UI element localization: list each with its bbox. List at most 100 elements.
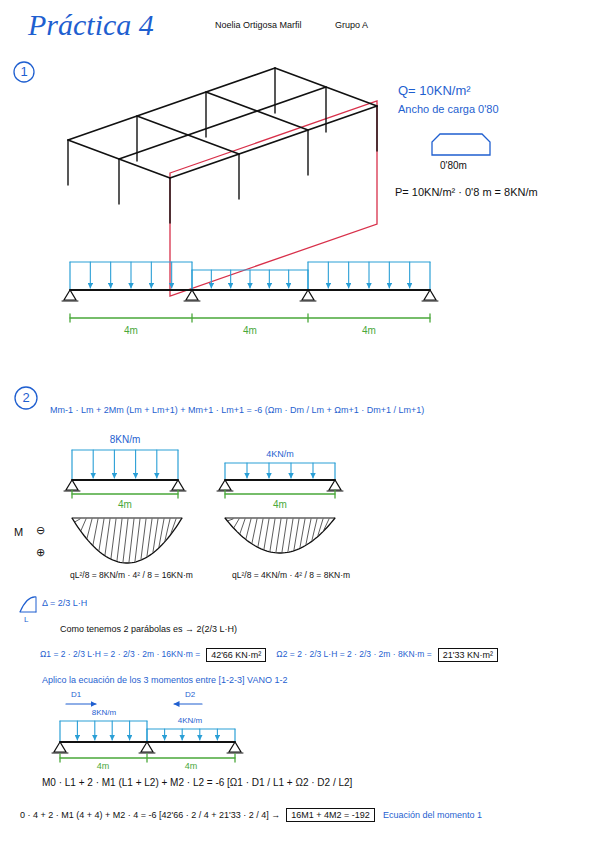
support-base xyxy=(184,301,200,302)
frame-column xyxy=(118,159,119,204)
result-box: 21'33 KN·m² xyxy=(438,648,498,662)
load-arrow xyxy=(171,262,172,288)
hatch-line xyxy=(105,519,110,555)
hatch-line xyxy=(252,519,257,543)
hatch-line xyxy=(99,519,104,550)
hatch-line xyxy=(159,519,164,547)
hatch-line xyxy=(240,519,245,533)
frame-column xyxy=(274,68,275,113)
hatch-line xyxy=(276,519,281,552)
support-symbol xyxy=(424,290,436,300)
load-value: Q= 10KN/m² xyxy=(398,84,471,99)
dimension: 0'80m xyxy=(440,160,467,172)
support-symbol xyxy=(66,480,78,490)
dimension-tick xyxy=(334,490,335,498)
dimension: 4m xyxy=(97,761,110,771)
hatch-line xyxy=(87,519,92,538)
support-symbol xyxy=(54,742,66,752)
hatch-line xyxy=(135,519,140,561)
hatch-line xyxy=(294,519,299,550)
equation: M0 · L1 + 2 · M1 (L1 + L2) + M2 · L2 = -… xyxy=(42,777,352,789)
load-line xyxy=(307,262,308,289)
frame-column xyxy=(325,87,326,132)
beam xyxy=(70,289,430,291)
dimension-tick xyxy=(59,754,60,762)
note: Como tenemos 2 parábolas es → 2(2/3 L·H) xyxy=(60,624,237,634)
hatch-line xyxy=(234,519,239,528)
callout-number: 2 xyxy=(22,391,29,406)
load-arrow xyxy=(312,463,313,478)
load-arrow xyxy=(77,721,78,740)
load-arrow xyxy=(135,450,136,478)
load-line xyxy=(146,721,147,741)
load-arrow xyxy=(129,721,130,740)
hatch-line xyxy=(147,519,152,556)
support-symbol xyxy=(64,290,76,300)
slab-section xyxy=(432,134,490,155)
parabola-icon xyxy=(20,612,36,613)
hatch-line xyxy=(153,519,158,552)
support-symbol xyxy=(141,742,153,752)
load-line xyxy=(191,270,192,289)
hatch-line xyxy=(81,519,86,531)
load-line xyxy=(71,450,72,479)
moment-calculation: qL²/8 = 8KN/m · 4² / 8 = 16KN·m xyxy=(70,571,193,581)
dimension-tick xyxy=(307,314,308,322)
load-line xyxy=(224,463,225,479)
load-arrow xyxy=(249,270,250,288)
frame-column xyxy=(67,140,68,185)
three-moment-equation: Mm-1 · Lm + 2Mm (Lm + Lm+1) + Mm+1 · Lm+… xyxy=(50,405,424,415)
load-arrow xyxy=(246,463,247,478)
hatch-line xyxy=(282,519,287,552)
load-line xyxy=(225,462,335,463)
load-arrow xyxy=(230,270,231,288)
equation: 0 · 4 + 2 · M1 (4 + 4) + M2 · 4 = -6 [42… xyxy=(20,810,280,820)
dimension: 4m xyxy=(273,499,287,511)
hatch-line xyxy=(123,519,128,562)
hatch-line xyxy=(117,519,122,561)
load-arrow xyxy=(269,270,270,288)
hatch-line xyxy=(111,519,116,558)
load-value: 4KN/m xyxy=(178,716,202,725)
support-symbol xyxy=(302,290,314,300)
distance-symbol: D2 xyxy=(185,690,195,699)
beam xyxy=(72,479,178,481)
area-calculation: Ω2 = 2 · 2/3 L·H = 2 · 2/3 · 2m · 8KN·m … xyxy=(276,650,431,660)
hatch-line xyxy=(306,519,311,544)
hatch-line xyxy=(300,519,305,547)
hatch-line xyxy=(246,519,251,539)
dimension-tick xyxy=(224,490,225,498)
frame-beam xyxy=(119,87,326,159)
frame-column xyxy=(238,154,239,199)
load-value: 8KN/m xyxy=(92,708,116,717)
load-arrow xyxy=(409,262,410,288)
hatch-line xyxy=(129,519,134,562)
hatch-line xyxy=(75,519,80,522)
support-symbol xyxy=(172,480,184,490)
hatch-line xyxy=(270,519,275,551)
area-calculation: Ω1 = 2 · 2/3 L·H = 2 · 2/3 · 2m · 16KN·m… xyxy=(40,650,200,660)
load-arrow xyxy=(156,450,157,478)
callout-number: 1 xyxy=(20,65,27,80)
load-value: 4KN/m xyxy=(266,449,294,459)
rotation-arrow xyxy=(174,703,202,704)
group-name: Grupo A xyxy=(335,20,368,30)
hatch-line xyxy=(288,519,293,551)
dimension-tick xyxy=(429,314,430,322)
sign-symbol: ⊖ xyxy=(36,524,45,537)
result-text: 21'33 KN·m² xyxy=(443,650,493,660)
support-symbol xyxy=(229,742,241,752)
dimension-line xyxy=(225,493,335,494)
frame-column xyxy=(169,178,170,223)
load-arrow xyxy=(288,270,289,288)
load-arrow xyxy=(151,262,152,288)
area-formula: Δ = 2/3 L·H xyxy=(42,598,87,608)
frame-beam xyxy=(137,116,239,154)
frame-column xyxy=(307,130,308,175)
load-arrow xyxy=(368,262,369,288)
load-line xyxy=(146,729,147,741)
load-arrow xyxy=(389,262,390,288)
support-base xyxy=(422,301,438,302)
support-base xyxy=(300,301,316,302)
